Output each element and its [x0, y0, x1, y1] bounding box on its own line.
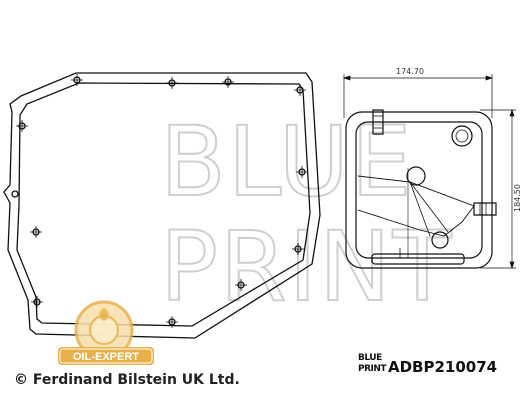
- side-tube: [473, 202, 497, 216]
- filter-bottom-rim: [371, 253, 465, 265]
- height-dimension: [480, 108, 516, 270]
- brand-logo: BLUE PRINT: [358, 353, 387, 381]
- part-number: ADBP210074: [388, 358, 498, 376]
- width-dimension-label: 174.70: [396, 67, 424, 76]
- brand-watermark: BLUE PRINT: [159, 105, 453, 324]
- badge-text: OIL-EXPERT: [73, 351, 139, 363]
- outlet-port: [451, 125, 473, 147]
- brand-logo-line1: BLUE: [358, 353, 382, 363]
- oil-expert-badge: OIL-EXPERT: [58, 300, 154, 365]
- filter-housing-outer: [345, 111, 493, 269]
- width-dimension: [342, 74, 494, 118]
- bolt-hole-marks: [16, 74, 308, 328]
- watermark-line1: BLUE: [160, 106, 413, 218]
- watermark-line2: PRINT: [160, 211, 453, 323]
- bolt-hole: [11, 190, 19, 198]
- inlet-tube: [372, 109, 384, 135]
- height-dimension-label: 184.50: [513, 184, 522, 212]
- copyright-text: © Ferdinand Bilstein UK Ltd.: [14, 372, 240, 388]
- filter-drain: [431, 231, 449, 249]
- filter-housing-inner: [355, 121, 483, 259]
- gasket-outer-outline: [3, 72, 321, 339]
- brand-logo-line2: PRINT: [358, 364, 387, 374]
- filter-float: [406, 166, 426, 186]
- filter-drawing: 174.70 184.50: [342, 67, 522, 270]
- gasket-inner-outline: [16, 82, 311, 327]
- gasket-drawing: [3, 72, 321, 339]
